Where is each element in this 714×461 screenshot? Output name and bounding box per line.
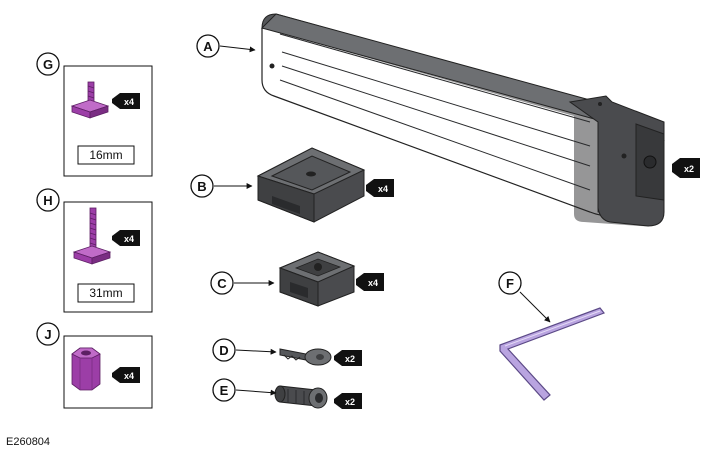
- svg-text:x2: x2: [684, 164, 694, 174]
- letter-j: J: [36, 322, 60, 346]
- size-box-h: [77, 283, 135, 303]
- qty-badge-j: x4: [112, 367, 140, 383]
- svg-text:x4: x4: [124, 97, 134, 107]
- svg-text:E: E: [220, 383, 229, 398]
- qty-badge-b: x4: [366, 179, 394, 197]
- svg-text:G: G: [43, 57, 53, 72]
- leader-a: [219, 45, 256, 53]
- svg-text:x4: x4: [124, 371, 134, 381]
- t-bolt-short: [70, 81, 110, 119]
- qty-badge-a: x2: [672, 158, 700, 178]
- svg-text:J: J: [44, 327, 51, 342]
- t-bolt-long: [72, 207, 112, 265]
- svg-text:x4: x4: [124, 234, 134, 244]
- svg-text:D: D: [219, 343, 228, 358]
- qty-badge-e: x2: [334, 393, 362, 409]
- part-e-lock-cylinder: [274, 385, 328, 409]
- letter-c: C: [210, 271, 234, 295]
- svg-text:B: B: [197, 179, 206, 194]
- size-label-g: 16mm: [89, 148, 122, 162]
- letter-d: D: [212, 338, 236, 362]
- letter-e: E: [212, 378, 236, 402]
- qty-badge-h: x4: [112, 230, 140, 246]
- leader-d: [235, 348, 277, 355]
- svg-text:x4: x4: [368, 278, 378, 288]
- figure-reference: E260804: [6, 436, 50, 448]
- qty-badge-c: x4: [356, 273, 384, 291]
- letter-a: A: [196, 34, 220, 58]
- letter-b: B: [190, 174, 214, 198]
- key-icon: [279, 348, 332, 366]
- part-a-rail: [261, 13, 665, 227]
- svg-text:C: C: [217, 276, 227, 291]
- svg-text:x2: x2: [345, 354, 355, 364]
- qty-badge-g: x4: [112, 93, 140, 109]
- svg-text:x2: x2: [345, 397, 355, 407]
- svg-text:A: A: [203, 39, 213, 54]
- hex-nut: [71, 347, 101, 391]
- svg-text:H: H: [43, 193, 52, 208]
- size-label-h: 31mm: [89, 286, 122, 300]
- leader-f: [519, 291, 551, 323]
- part-b-adapter-block: [256, 147, 366, 223]
- svg-text:F: F: [506, 276, 514, 291]
- leader-lines: [214, 45, 551, 396]
- qty-badge-d: x2: [334, 350, 362, 366]
- letter-h: H: [36, 188, 60, 212]
- letter-g: G: [36, 52, 60, 76]
- part-c-grip-block: [278, 251, 356, 307]
- letter-f: F: [498, 271, 522, 295]
- allen-key: [499, 307, 605, 401]
- size-box-g: [77, 145, 135, 165]
- leader-e: [235, 389, 277, 396]
- svg-text:x4: x4: [378, 184, 388, 194]
